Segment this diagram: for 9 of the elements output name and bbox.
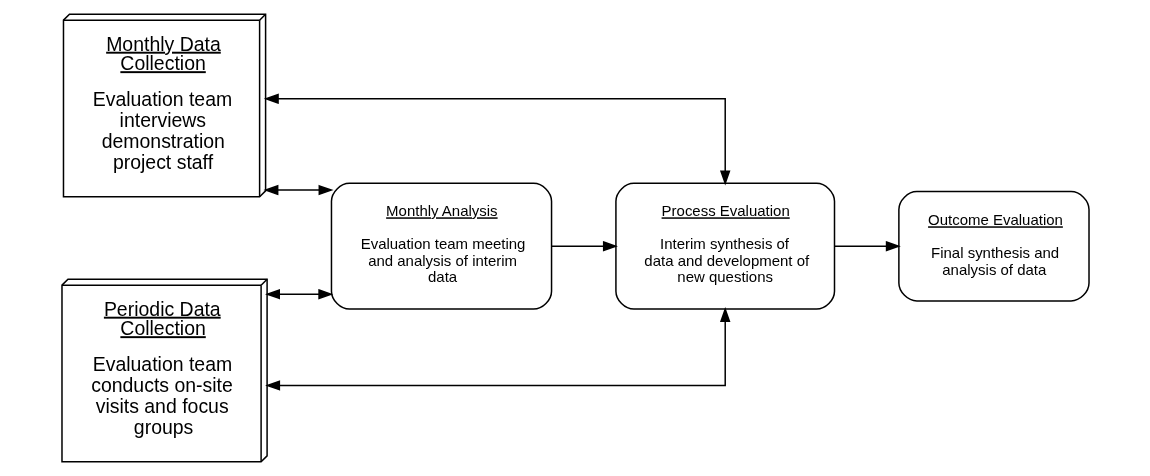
arrow bbox=[262, 184, 334, 196]
arrow bbox=[263, 93, 730, 186]
arrow bbox=[550, 241, 618, 252]
arrow bbox=[833, 241, 901, 252]
arrow bbox=[264, 288, 333, 300]
node-box: Process Evaluation Interim synthesis of data and development of new questions bbox=[614, 182, 835, 310]
node-box: Outcome Evaluation Final synthesis and analysis of data bbox=[897, 190, 1090, 302]
node-box: Monthly Analysis Evaluation team meeting and analysis of interim data bbox=[330, 182, 552, 310]
arrow bbox=[264, 307, 730, 391]
